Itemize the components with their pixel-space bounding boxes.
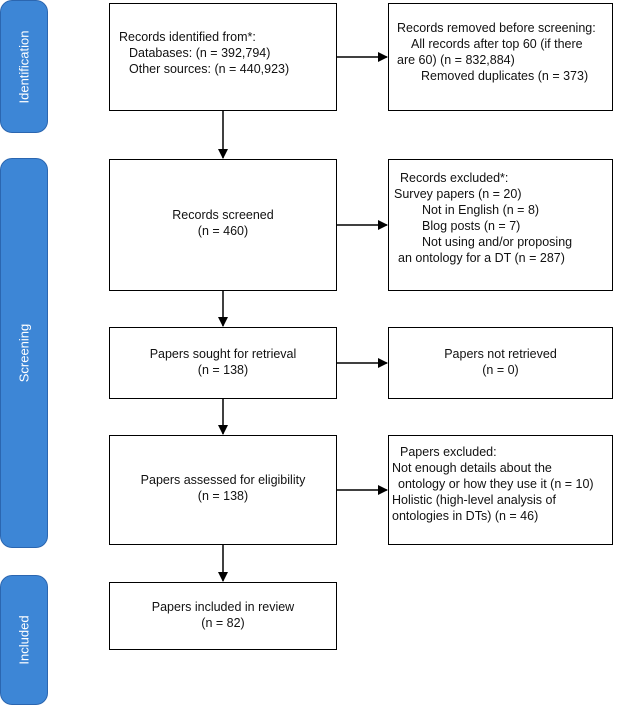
databases-count: Databases: (n = 392,794) — [129, 46, 271, 60]
papers-not-retrieved-box: Papers not retrieved (n = 0) — [388, 327, 613, 399]
excluded-survey-papers: Survey papers (n = 20) — [394, 187, 522, 201]
papers-assessed-box: Papers assessed for eligibility (n = 138… — [109, 435, 337, 545]
phase-screening: Screening — [0, 158, 48, 548]
papers-excluded-title: Papers excluded: — [400, 445, 497, 459]
papers-excluded-box: Papers excluded: Not enough details abou… — [388, 435, 613, 545]
excluded-ontology-line-2: an ontology for a DT (n = 287) — [398, 251, 565, 265]
records-removed-line-3: Removed duplicates (n = 373) — [421, 69, 589, 83]
records-removed-box: Records removed before screening: All re… — [388, 3, 613, 111]
records-excluded-title: Records excluded*: — [400, 171, 509, 185]
papers-excluded-line-1: Not enough details about the — [392, 461, 552, 475]
papers-assessed-count: (n = 138) — [197, 489, 249, 503]
phase-included: Included — [0, 575, 48, 705]
papers-excluded-line-2: ontology or how they use it (n = 10) — [398, 477, 594, 491]
records-screened-box: Records screened (n = 460) — [109, 159, 337, 291]
papers-not-retrieved-title: Papers not retrieved — [444, 347, 557, 361]
records-screened-count: (n = 460) — [197, 224, 249, 238]
papers-sought-count: (n = 138) — [197, 363, 249, 377]
papers-assessed-title: Papers assessed for eligibility — [140, 473, 306, 487]
papers-not-retrieved-count: (n = 0) — [482, 363, 519, 377]
papers-excluded-line-4: ontologies in DTs) (n = 46) — [392, 509, 539, 523]
papers-excluded-line-3: Holistic (high-level analysis of — [392, 493, 556, 507]
phase-identification: Identification — [0, 0, 48, 133]
records-excluded-box: Records excluded*: Survey papers (n = 20… — [388, 159, 613, 291]
excluded-ontology-line-1: Not using and/or proposing — [422, 235, 573, 249]
records-screened-title: Records screened — [172, 208, 274, 222]
papers-sought-title: Papers sought for retrieval — [149, 347, 297, 361]
papers-included-box: Papers included in review (n = 82) — [109, 582, 337, 650]
records-identified-title: Records identified from*: — [119, 30, 256, 44]
excluded-blog-posts: Blog posts (n = 7) — [422, 219, 521, 233]
records-removed-title: Records removed before screening: — [397, 21, 596, 35]
records-removed-line-1: All records after top 60 (if there — [411, 37, 583, 51]
records-removed-line-2: are 60) (n = 832,884) — [397, 53, 515, 67]
papers-included-title: Papers included in review — [151, 600, 295, 614]
excluded-not-english: Not in English (n = 8) — [422, 203, 540, 217]
records-identified-box: Records identified from*: Databases: (n … — [109, 3, 337, 111]
other-sources-count: Other sources: (n = 440,923) — [129, 62, 290, 76]
papers-included-count: (n = 82) — [201, 616, 245, 630]
papers-sought-box: Papers sought for retrieval (n = 138) — [109, 327, 337, 399]
